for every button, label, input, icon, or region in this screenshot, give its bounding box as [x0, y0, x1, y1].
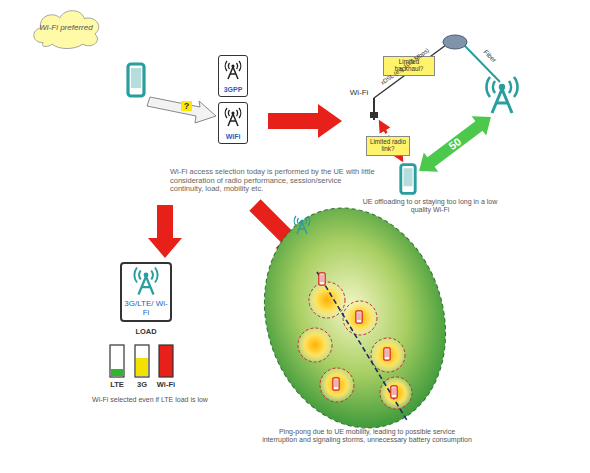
ap-label: Wi-Fi	[346, 88, 372, 97]
caption-text: Ping-pong due to UE mobility, leading to…	[262, 428, 472, 444]
wifi-hotspot	[298, 328, 332, 362]
link-label: Fiber	[477, 43, 504, 69]
core-cloud	[443, 35, 467, 49]
tower-icon	[134, 268, 157, 295]
load-bar	[110, 345, 124, 377]
phone-icon	[319, 273, 325, 285]
lte-link-shape	[412, 107, 498, 180]
node-text: Wi-Fi preferred	[39, 24, 92, 33]
selection-arrow	[147, 97, 216, 123]
wifi-hotspot	[371, 338, 405, 372]
question-mark: ?	[181, 101, 192, 111]
phone-icon	[391, 386, 397, 398]
xdsl-line	[374, 45, 446, 98]
cell-tower	[294, 216, 310, 234]
wifi-hotspot	[343, 301, 377, 335]
load-bar	[135, 345, 149, 377]
bar-label: 3G	[128, 381, 156, 390]
cloud-shape	[34, 11, 99, 49]
load-fill	[136, 358, 148, 376]
load-fill	[111, 369, 123, 376]
node-text: WiFi	[226, 133, 241, 141]
red-arrow	[268, 104, 342, 138]
cloud-bubble: Wi-Fi preferred	[28, 6, 104, 50]
caption-text: UE offloading to or staying too long in …	[355, 198, 505, 214]
wifi-hotspot	[380, 377, 412, 409]
phone-icon	[356, 311, 362, 323]
phone-icon	[401, 165, 415, 194]
hotspot-group	[298, 282, 412, 409]
coverage-area	[237, 184, 474, 451]
fiber-line	[464, 45, 500, 82]
rate-value: 50	[439, 130, 471, 158]
wifi-hotspot	[320, 368, 354, 402]
node-text: 3GPP	[224, 86, 243, 94]
ue-path	[317, 272, 408, 422]
cell-tower	[486, 77, 517, 113]
node-text: Limited radio link?	[369, 139, 407, 153]
wifi-ap	[370, 112, 378, 118]
tower-icon	[225, 61, 241, 79]
tower-icon	[225, 108, 241, 126]
bar-label: Wi-Fi	[151, 381, 181, 390]
access-box: 3GPP	[218, 55, 248, 97]
load-bar	[159, 345, 173, 377]
note-box: Limited radio link?	[366, 136, 410, 156]
phone-icon	[128, 64, 144, 96]
access-box: 3G/LTE/ Wi-Fi	[120, 262, 172, 322]
bar-label: LTE	[103, 381, 131, 390]
phone-icon	[384, 348, 390, 360]
red-arrow	[148, 205, 182, 258]
description-text: Wi-Fi access selection today is performe…	[170, 168, 375, 194]
node-text: 3G/LTE/ Wi-Fi	[124, 300, 168, 318]
axis-title: LOAD	[120, 328, 172, 337]
phone-icon	[333, 378, 339, 390]
lte-link	[412, 107, 498, 180]
access-box: WiFi	[218, 102, 248, 144]
caption-text: Wi-Fi selected even if LTE load is low	[85, 396, 215, 404]
node-text: Limited backhaul?	[386, 59, 432, 73]
